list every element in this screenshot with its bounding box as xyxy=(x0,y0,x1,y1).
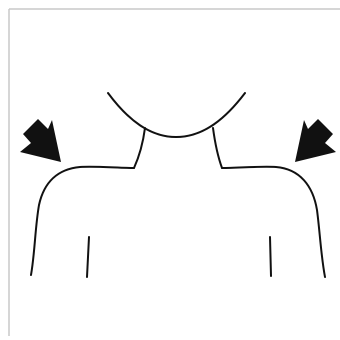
left-shoulder-contour xyxy=(31,167,134,275)
right-arm-inner-line xyxy=(270,237,271,276)
neck-right-line xyxy=(213,128,222,168)
chin-curve xyxy=(108,93,245,137)
image-frame xyxy=(9,9,340,336)
left-arm-inner-line xyxy=(87,237,89,277)
arrow-pointing-down-left-icon xyxy=(295,119,336,162)
neck-left-line xyxy=(134,128,145,168)
right-shoulder-contour xyxy=(222,167,325,277)
arrow-pointing-down-right-icon xyxy=(20,119,61,162)
body-outline xyxy=(31,93,325,277)
